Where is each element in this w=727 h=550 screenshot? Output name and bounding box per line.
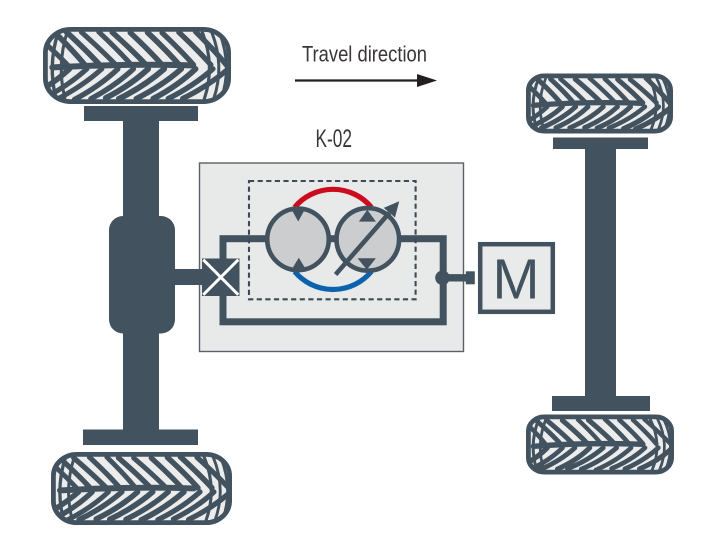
svg-text:M: M	[493, 248, 540, 312]
svg-text:K-02: K-02	[316, 125, 353, 153]
svg-text:Travel direction: Travel direction	[302, 42, 427, 67]
